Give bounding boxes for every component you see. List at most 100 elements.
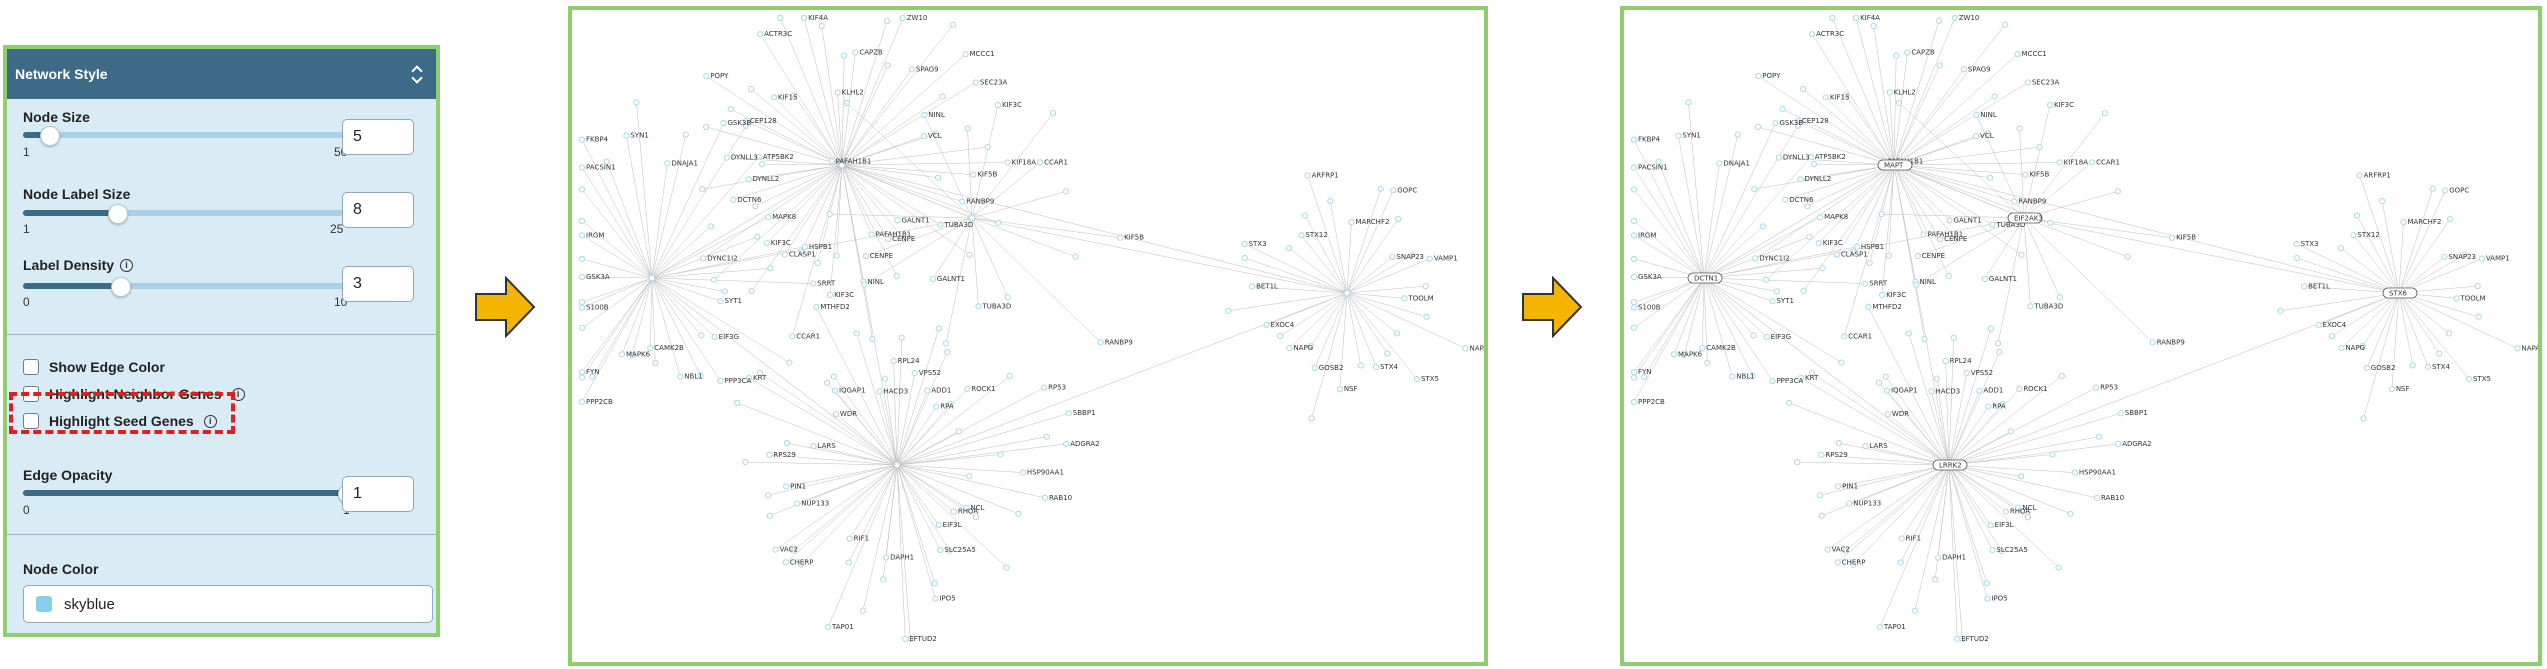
network-node[interactable] [2424,363,2432,370]
network-node[interactable] [828,158,835,165]
network-node[interactable] [894,217,901,224]
network-node[interactable] [1989,546,1996,554]
network-node[interactable] [1308,415,1315,422]
seed-gene-highlight[interactable] [1687,272,1723,284]
network-node[interactable] [1750,332,1757,339]
network-node[interactable] [1097,339,1104,346]
network-node[interactable] [1301,212,1309,219]
network-node[interactable] [1641,373,1648,381]
network-node[interactable] [1769,377,1776,385]
network-node[interactable] [984,143,991,151]
network-node[interactable] [1886,89,1893,96]
network-node[interactable] [1775,154,1782,161]
network-node[interactable] [852,49,859,56]
network-node[interactable] [764,214,772,221]
network-node[interactable] [1913,281,1920,288]
network-node[interactable] [932,130,940,137]
network-node[interactable] [2018,251,2025,258]
label-density-slider[interactable] [23,277,347,297]
network-node[interactable] [1004,294,1011,301]
network-node[interactable] [1401,295,1408,302]
network-node[interactable] [1015,510,1022,517]
network-node[interactable] [1824,546,1831,553]
network-node[interactable] [1348,218,1355,226]
network-node[interactable] [2049,451,2056,458]
network-node[interactable] [781,251,788,258]
network-node[interactable] [942,340,950,347]
network-node[interactable] [1882,373,1889,380]
network-node[interactable] [578,273,586,281]
network-node[interactable] [1072,253,1079,260]
network-node[interactable] [1716,160,1723,167]
network-node[interactable] [1914,252,1921,260]
network-node[interactable] [2329,332,2336,340]
network-node[interactable] [1807,154,1814,161]
network-node[interactable] [2337,245,2345,252]
network-node[interactable] [1850,248,1857,255]
network-node[interactable] [1870,22,1877,30]
network-node[interactable] [1286,344,1293,352]
network-node[interactable] [2067,510,2074,517]
node-label-size-slider-thumb[interactable] [107,204,128,224]
network-node[interactable] [1833,251,1840,258]
network-canvas-before[interactable]: KIF5BRANBP9TUBA3DGALNT1CENPEPAFAH1B1NINL… [572,10,1484,662]
network-node[interactable] [2293,240,2300,248]
network-hub-node[interactable] [838,161,846,169]
network-node[interactable] [1630,136,1638,143]
network-hub-node[interactable] [893,461,901,469]
network-node[interactable] [997,451,1004,458]
network-node[interactable] [1818,451,1825,458]
network-node[interactable] [1249,283,1256,290]
network-node[interactable] [964,385,971,393]
network-node[interactable] [899,14,906,22]
network-node[interactable] [937,546,944,554]
seed-gene-highlight[interactable] [2007,212,2043,224]
network-node[interactable] [2002,508,2009,515]
network-node[interactable] [1960,66,1967,73]
network-node[interactable] [1797,176,1804,183]
network-node[interactable] [772,546,779,553]
network-node[interactable] [698,332,705,339]
network-node[interactable] [939,93,946,100]
network-node[interactable] [1987,325,1994,332]
network-node[interactable] [1883,387,1891,394]
network-node[interactable] [1036,159,1044,166]
network-node[interactable] [869,335,876,343]
network-node[interactable] [1878,210,1885,218]
network-node[interactable] [1976,387,1983,394]
network-node[interactable] [2056,159,2063,166]
network-node[interactable] [1932,576,1939,583]
network-node[interactable] [2478,255,2485,262]
network-node[interactable] [1942,357,1949,365]
network-node[interactable] [1804,203,1811,210]
node-size-slider[interactable] [23,126,347,146]
network-node[interactable] [1963,369,1970,377]
network-node[interactable] [763,240,770,247]
network-node[interactable] [748,86,755,93]
network-node[interactable] [1704,359,1711,367]
network-node[interactable] [1933,375,1940,382]
network-node[interactable] [932,595,939,602]
network-node[interactable] [723,154,730,161]
network-node[interactable] [2117,410,2124,417]
network-node[interactable] [1885,252,1892,259]
network-node[interactable] [893,272,900,279]
network-node[interactable] [727,105,734,113]
network-node[interactable] [1772,119,1779,127]
network-node[interactable] [757,31,764,38]
network-node[interactable] [1762,276,1770,283]
network-node[interactable] [970,171,977,178]
network-node[interactable] [589,373,596,381]
network-node[interactable] [946,547,953,555]
network-node[interactable] [697,372,704,379]
network-node[interactable] [832,411,840,418]
network-node[interactable] [882,554,890,561]
network-node[interactable] [578,304,586,311]
network-node[interactable] [702,123,710,130]
network-node[interactable] [699,186,706,193]
network-node[interactable] [1630,304,1638,311]
network-node[interactable] [1389,253,1396,260]
network-node[interactable] [1987,522,1994,529]
network-node[interactable] [1884,411,1892,418]
network-node[interactable] [1972,132,1980,140]
